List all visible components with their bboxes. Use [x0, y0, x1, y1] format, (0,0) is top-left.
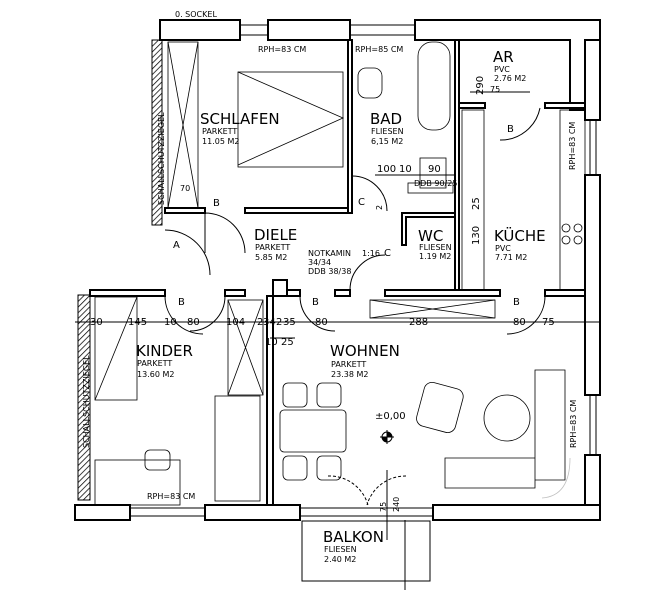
dim-label: 80 [315, 317, 328, 328]
room-floor-schlafen: PARKETT [202, 127, 237, 136]
room-name-ar: AR [493, 48, 514, 66]
room-name-schlafen: SCHLAFEN [200, 110, 280, 128]
kitchen-counter-left [461, 109, 485, 291]
dim-label: 35 [283, 317, 296, 328]
dim-label: 10 [399, 164, 412, 175]
furniture [94, 41, 586, 506]
door-label-b: B [178, 297, 185, 308]
dim-label: 2 [257, 317, 263, 328]
toilet-bad [357, 67, 383, 99]
door-label-b: B [213, 198, 220, 209]
room-name-wc: WC [418, 227, 443, 245]
room-area-balkon: 2.40 M2 [324, 555, 356, 564]
rph-kinder: RPH=83 CM [147, 492, 195, 501]
room-floor-balkon: FLIESEN [324, 545, 357, 554]
door-label-b: B [507, 124, 514, 135]
dim-label: 2 [276, 317, 282, 328]
dim-label: 75 [542, 317, 555, 328]
kinder-wardrobe [214, 395, 261, 502]
sink [419, 157, 447, 189]
level-marker-icon [380, 430, 394, 444]
dim-label: 70 [180, 184, 190, 193]
wardrobe [167, 41, 199, 209]
desk [94, 459, 181, 506]
door-label-c: C [358, 197, 365, 208]
door-label-b: B [513, 297, 520, 308]
dim-label: 145 [128, 317, 147, 328]
door-label-c: C [384, 248, 391, 259]
room-area-wohnen: 23.38 M2 [331, 370, 368, 379]
room-floor-kinder: PARKETT [137, 359, 172, 368]
dimension-lines [270, 91, 530, 590]
bed [237, 71, 344, 168]
door-label-b: B [312, 297, 319, 308]
dim-label: 288 [409, 317, 428, 328]
dim-label: 290 [475, 76, 486, 95]
armchair [416, 381, 464, 433]
sockel-label: 0. SOCKEL [175, 10, 217, 19]
dim-label: 80 [513, 317, 526, 328]
room-name-balkon: BALKON [323, 528, 384, 546]
doors [164, 107, 546, 506]
kitchen-counter-right [559, 109, 586, 291]
balcony-outline [301, 520, 431, 582]
room-area-bad: 6,15 M2 [371, 137, 403, 146]
dim-label: 34 [263, 317, 276, 328]
room-area-ar: 2.76 M2 [494, 74, 526, 83]
dim-label: 30 [90, 317, 103, 328]
wall-label-upper: SCHALLSCHUTZZIEGEL [157, 112, 166, 205]
dim-label: 240 [392, 497, 401, 512]
dim-label: 100 [377, 164, 396, 175]
dining-table [279, 409, 347, 453]
bathtub [417, 41, 451, 131]
notkamin-size: 34/34 [308, 258, 331, 267]
dim-label: 25 [471, 197, 482, 210]
dim-label: 75 [379, 502, 388, 512]
room-area-kinder: 13.60 M2 [137, 370, 174, 379]
room-name-kinder: KINDER [136, 342, 193, 360]
dim-label: 90 [428, 164, 441, 175]
wall-label-lower: SCHALLSCHUTZZIEGEL [82, 355, 91, 448]
dim-label: 10 [265, 337, 278, 348]
notkamin-ddb: DDB 38/38 [308, 267, 351, 276]
room-name-bad: BAD [370, 110, 402, 128]
chair [144, 449, 171, 471]
room-name-kueche: KÜCHE [494, 226, 546, 245]
level-label: ±0,00 [375, 411, 406, 422]
room-area-wc: 1.19 M2 [419, 252, 451, 261]
dim-label: 80 [187, 317, 200, 328]
soundproof-wall-upper [151, 39, 163, 226]
dim-label: 130 [471, 226, 482, 245]
room-floor-diele: PARKETT [255, 243, 290, 252]
notkamin-label: NOTKAMIN [308, 249, 351, 258]
room-floor-bad: FLIESEN [371, 127, 404, 136]
ddb-label: DDB 90/25 [414, 179, 457, 188]
room-name-wohnen: WOHNEN [330, 342, 400, 360]
coffee-table [483, 394, 531, 442]
dim-label: 104 [226, 317, 245, 328]
kinder-bed [94, 296, 138, 401]
soundproof-wall-lower [77, 294, 91, 501]
room-floor-wohnen: PARKETT [331, 360, 366, 369]
room-floor-kueche: PVC [495, 244, 511, 253]
rph-wohnen: RPH=83 CM [569, 400, 578, 448]
dim-label: 2 [375, 205, 384, 210]
room-area-diele: 5.85 M2 [255, 253, 287, 262]
dim-label: 10 [164, 317, 177, 328]
rph-bad: RPH=85 CM [355, 45, 403, 54]
dim-label: 25 [281, 337, 294, 348]
rph-kueche: RPH=83 CM [568, 122, 577, 170]
room-floor-ar: PVC [494, 65, 510, 74]
rph-schlafen: RPH=83 CM [258, 45, 306, 54]
room-area-schlafen: 11.05 M2 [202, 137, 239, 146]
door-label-a: A [173, 240, 180, 251]
scale-label: 1:16 [362, 249, 380, 258]
room-floor-wc: FLIESEN [419, 243, 452, 252]
dim-label: 75 [490, 85, 500, 94]
room-area-kueche: 7.71 M2 [495, 253, 527, 262]
outer-walls [74, 19, 601, 521]
room-name-diele: DIELE [254, 226, 297, 244]
